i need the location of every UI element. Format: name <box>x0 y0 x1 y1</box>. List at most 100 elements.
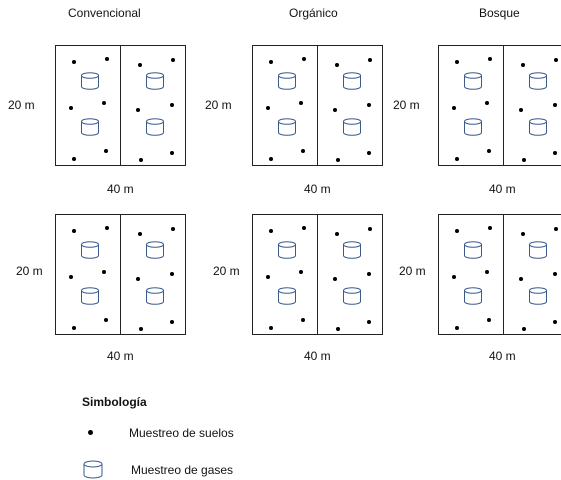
soil-sample-dot-icon <box>299 101 303 105</box>
soil-sample-dot-icon <box>335 232 339 236</box>
soil-sample-dot-icon <box>452 275 456 279</box>
gas-sample-cylinder-icon <box>528 241 547 259</box>
soil-sample-dot-icon <box>105 57 109 61</box>
soil-sample-dot-icon <box>269 229 273 233</box>
plot <box>252 214 383 335</box>
soil-sample-dot-icon <box>333 108 337 112</box>
gas-sample-cylinder-icon <box>277 241 296 259</box>
soil-sample-dot-icon <box>367 103 371 107</box>
plot-divider <box>503 46 504 165</box>
soil-sample-dot-icon <box>519 277 523 281</box>
soil-sample-dot-icon <box>105 226 109 230</box>
gas-sample-cylinder-icon <box>463 287 482 305</box>
gas-sample-cylinder-icon <box>528 118 547 136</box>
legend-label-suelos: Muestreo de suelos <box>129 426 234 440</box>
gas-sample-cylinder-icon <box>145 287 164 305</box>
soil-sample-dot-icon <box>335 63 339 67</box>
soil-sample-dot-icon <box>266 275 270 279</box>
plot <box>55 214 186 335</box>
soil-sample-dot-icon <box>485 101 489 105</box>
width-label: 40 m <box>489 182 516 196</box>
soil-sample-dot-icon <box>333 277 337 281</box>
soil-sample-dot-icon <box>455 60 459 64</box>
soil-sample-dot-icon <box>139 327 143 331</box>
soil-sample-dot-icon <box>521 232 525 236</box>
height-label: 20 m <box>213 264 240 278</box>
soil-sample-dot-icon <box>522 158 526 162</box>
soil-sample-dot-icon <box>554 58 558 62</box>
soil-sample-dot-icon <box>488 57 492 61</box>
column-title-convencional: Convencional <box>68 6 141 20</box>
soil-sample-dot-icon <box>487 149 491 153</box>
width-label: 40 m <box>304 349 331 363</box>
soil-sample-dot-icon <box>269 157 273 161</box>
soil-sample-dot-icon <box>171 58 175 62</box>
soil-sample-dot-icon <box>336 327 340 331</box>
gas-sample-cylinder-icon <box>277 118 296 136</box>
soil-sample-dot-icon <box>266 106 270 110</box>
soil-sample-dot-icon <box>302 226 306 230</box>
soil-sample-dot-icon <box>553 272 557 276</box>
soil-sample-dot-icon <box>487 318 491 322</box>
soil-sample-dot-icon <box>522 327 526 331</box>
gas-sample-cylinder-icon <box>80 118 99 136</box>
soil-sample-dot-icon <box>136 108 140 112</box>
plot-divider <box>317 215 318 334</box>
soil-sample-dot-icon <box>170 320 174 324</box>
soil-sample-dot-icon <box>138 63 142 67</box>
gas-sample-cylinder-icon <box>80 241 99 259</box>
gas-sample-cylinder-icon <box>80 287 99 305</box>
soil-sample-dot-icon <box>521 63 525 67</box>
soil-sample-dot-icon <box>69 275 73 279</box>
soil-sample-dot-icon <box>269 326 273 330</box>
soil-sample-dot-icon <box>455 229 459 233</box>
plot <box>438 45 561 166</box>
gas-sample-cylinder-icon <box>463 241 482 259</box>
soil-sample-dot-icon <box>455 157 459 161</box>
gas-sample-cylinder-icon <box>463 72 482 90</box>
soil-sample-dot-icon <box>299 270 303 274</box>
gas-sample-cylinder-icon <box>145 241 164 259</box>
height-label: 20 m <box>8 98 35 112</box>
soil-sample-dot-icon <box>102 270 106 274</box>
width-label: 40 m <box>107 182 134 196</box>
gas-sample-cylinder-icon <box>277 287 296 305</box>
plot <box>55 45 186 166</box>
legend-cylinder-icon <box>83 460 103 479</box>
height-label: 20 m <box>205 98 232 112</box>
soil-sample-dot-icon <box>139 158 143 162</box>
soil-sample-dot-icon <box>368 227 372 231</box>
soil-sample-dot-icon <box>72 326 76 330</box>
soil-sample-dot-icon <box>455 326 459 330</box>
plot-divider <box>120 46 121 165</box>
gas-sample-cylinder-icon <box>342 72 361 90</box>
soil-sample-dot-icon <box>104 318 108 322</box>
height-label: 20 m <box>399 264 426 278</box>
soil-sample-dot-icon <box>170 151 174 155</box>
soil-sample-dot-icon <box>269 60 273 64</box>
soil-sample-dot-icon <box>171 227 175 231</box>
gas-sample-cylinder-icon <box>80 72 99 90</box>
width-label: 40 m <box>489 349 516 363</box>
soil-sample-dot-icon <box>367 272 371 276</box>
soil-sample-dot-icon <box>69 106 73 110</box>
plot-divider <box>317 46 318 165</box>
soil-sample-dot-icon <box>553 103 557 107</box>
soil-sample-dot-icon <box>302 57 306 61</box>
soil-sample-dot-icon <box>104 149 108 153</box>
soil-sample-dot-icon <box>170 272 174 276</box>
soil-sample-dot-icon <box>519 108 523 112</box>
column-title-organico: Orgánico <box>289 6 338 20</box>
soil-sample-dot-icon <box>72 229 76 233</box>
soil-sample-dot-icon <box>488 226 492 230</box>
soil-sample-dot-icon <box>72 60 76 64</box>
soil-sample-dot-icon <box>553 320 557 324</box>
gas-sample-cylinder-icon <box>463 118 482 136</box>
legend-title: Simbología <box>82 395 147 409</box>
width-label: 40 m <box>107 349 134 363</box>
soil-sample-dot-icon <box>367 320 371 324</box>
soil-sample-dot-icon <box>301 149 305 153</box>
soil-sample-dot-icon <box>336 158 340 162</box>
soil-sample-dot-icon <box>452 106 456 110</box>
